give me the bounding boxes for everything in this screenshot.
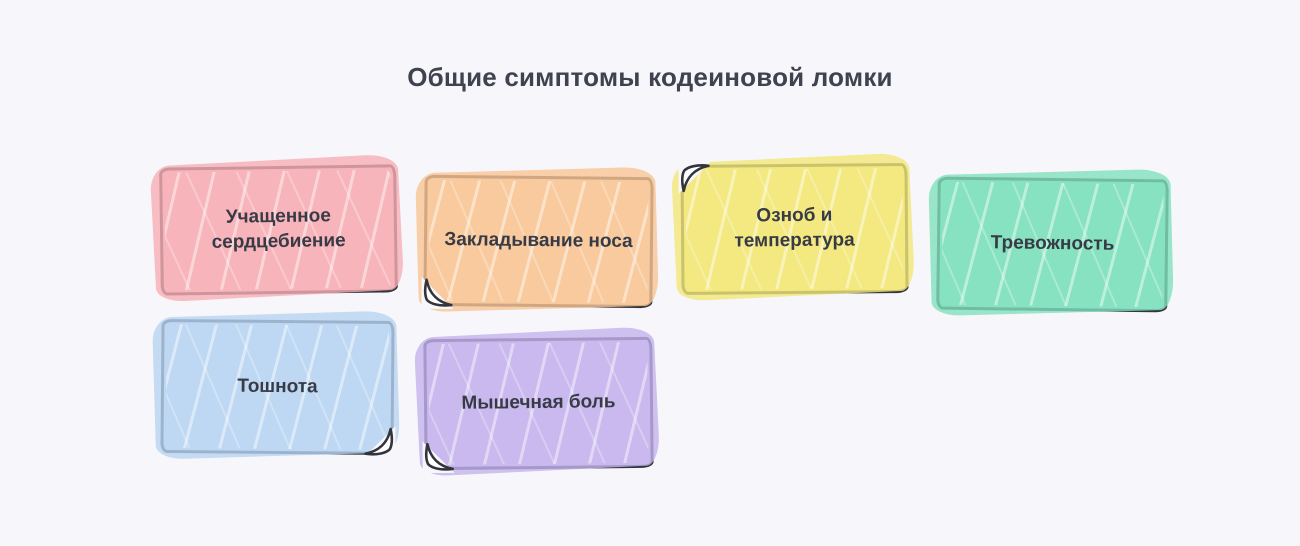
symptom-card-label: Учащенное сердцебиение <box>211 205 346 253</box>
symptom-card-chills-fever: Озноб и температура <box>678 161 909 295</box>
symptom-card-label: Закладывание носа <box>444 229 633 253</box>
symptom-card-label: Мышечная боль <box>461 391 616 414</box>
symptom-card-nausea: Тошнота <box>160 318 396 459</box>
page-curl-icon <box>422 441 455 474</box>
symptom-card-rapid-heartbeat: Учащенное сердцебиение <box>159 164 398 296</box>
page-curl-icon <box>363 426 396 459</box>
page-curl-icon <box>678 161 711 195</box>
symptom-card-anxiety: Тревожность <box>936 176 1169 313</box>
symptom-card-label: Тошнота <box>237 375 318 398</box>
symptom-card-nasal-congestion: Закладывание носа <box>421 174 654 310</box>
symptom-card-label: Тревожность <box>990 232 1115 255</box>
symptom-card-muscle-pain: Мышечная боль <box>422 336 654 474</box>
symptom-card-label: Озноб и температура <box>734 204 855 252</box>
diagram-title: Общие симптомы кодеиновой ломки <box>407 62 893 92</box>
page-curl-icon <box>421 276 454 310</box>
